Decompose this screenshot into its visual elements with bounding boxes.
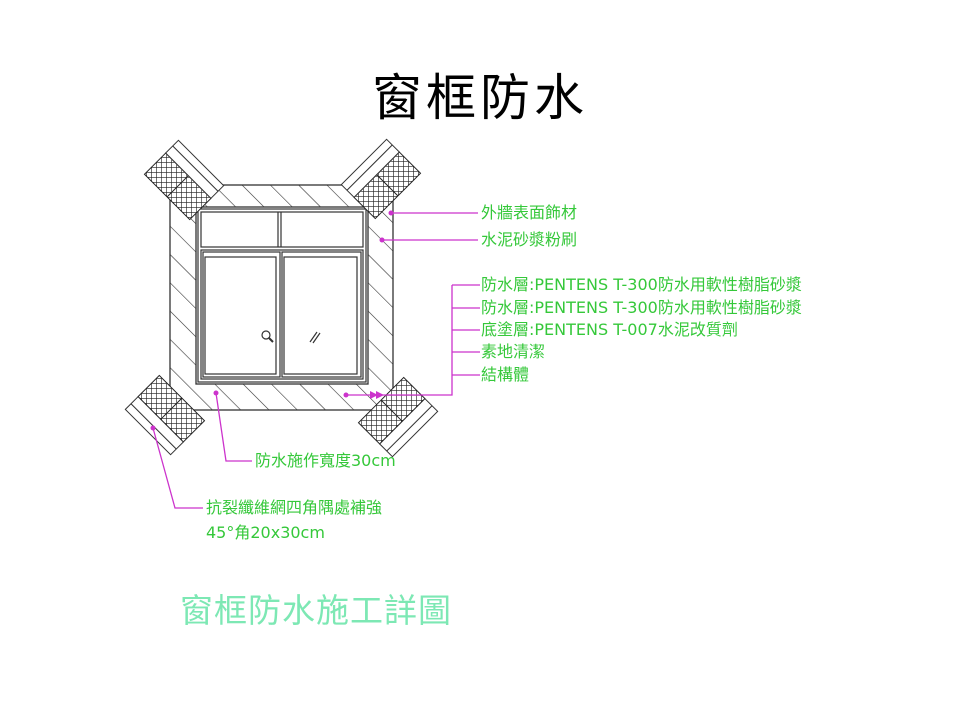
label-mesh-note-2: 45°角20x30cm — [206, 523, 325, 542]
corner-mesh-top-left — [143, 139, 225, 221]
label-mesh-note-1: 抗裂纖維網四角隅處補強 — [206, 498, 383, 517]
diagram-caption: 窗框防水施工詳圖 — [180, 591, 452, 630]
label-width-note: 防水施作寬度30cm — [255, 451, 396, 470]
corner-mesh-bottom-right — [357, 376, 439, 458]
label-layer-5: 結構體 — [481, 365, 530, 384]
label-finish: 外牆表面飾材 — [481, 203, 578, 222]
corner-mesh-top-right — [340, 138, 422, 220]
window — [197, 208, 367, 383]
label-layer-3: 底塗層:PENTENS T-007水泥改質劑 — [481, 320, 738, 339]
label-layer-2: 防水層:PENTENS T-300防水用軟性樹脂砂漿 — [481, 298, 802, 317]
label-layer-4: 素地清潔 — [481, 342, 546, 361]
handle-icon — [261, 330, 271, 340]
label-mortar: 水泥砂漿粉刷 — [481, 230, 578, 249]
slide-title: 窗框防水 — [372, 69, 588, 127]
label-layer-1: 防水層:PENTENS T-300防水用軟性樹脂砂漿 — [481, 275, 802, 294]
